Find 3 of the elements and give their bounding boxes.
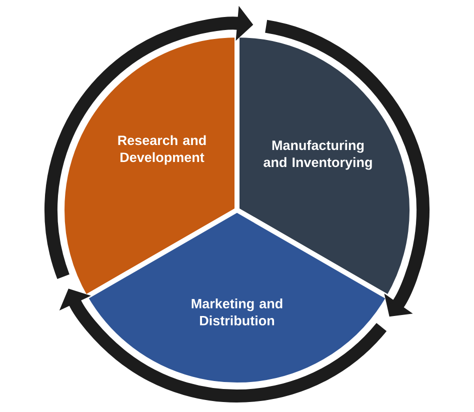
pie-sector: Research and Development	[60, 32, 240, 300]
pie-sector: Marketing and Distribution	[82, 208, 392, 388]
pie-sector: Manufacturing and Inventorying	[234, 32, 415, 300]
